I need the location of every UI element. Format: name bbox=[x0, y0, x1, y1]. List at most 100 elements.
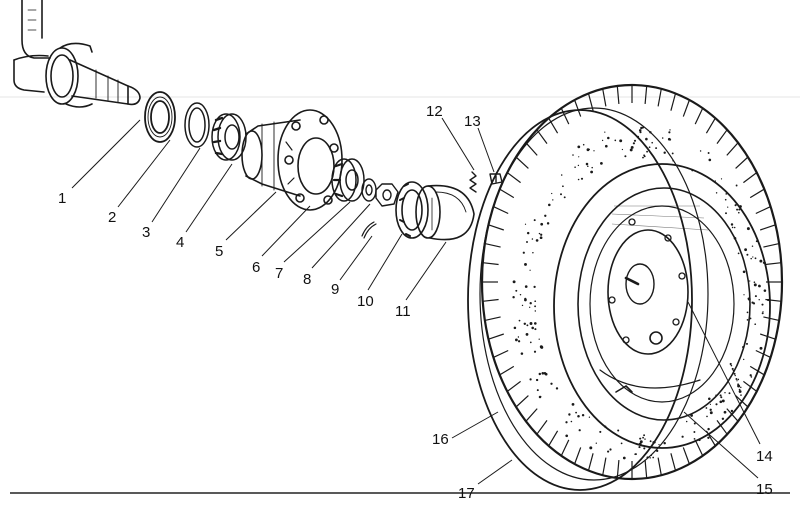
texture-dot bbox=[723, 410, 727, 414]
tread-lug bbox=[735, 156, 749, 169]
texture-dot bbox=[638, 446, 641, 449]
texture-dot bbox=[522, 251, 525, 254]
texture-dot bbox=[512, 280, 516, 284]
texture-dot bbox=[578, 156, 580, 158]
part-3-ring bbox=[184, 102, 210, 148]
texture-dot bbox=[535, 239, 539, 242]
texture-dot bbox=[639, 131, 642, 134]
part-12-13-bolt-and-screw bbox=[469, 171, 503, 193]
texture-dot bbox=[725, 193, 728, 195]
texture-dot bbox=[515, 289, 518, 292]
texture-dot bbox=[520, 352, 524, 355]
texture-dot bbox=[738, 388, 741, 391]
texture-dot bbox=[639, 437, 642, 440]
texture-dot bbox=[708, 158, 712, 162]
texture-dot bbox=[652, 456, 655, 459]
texture-dot bbox=[649, 131, 652, 134]
texture-dot bbox=[735, 184, 738, 187]
texture-dot bbox=[734, 374, 736, 377]
texture-dot bbox=[540, 222, 544, 226]
texture-dot bbox=[724, 392, 726, 394]
tread-lug bbox=[515, 156, 529, 169]
tread-lug bbox=[743, 380, 758, 392]
texture-dot bbox=[521, 304, 524, 307]
texture-dot bbox=[533, 219, 536, 222]
texture-dot bbox=[575, 411, 577, 414]
texture-dot bbox=[578, 429, 581, 432]
texture-dot bbox=[720, 396, 723, 399]
texture-dot bbox=[740, 394, 742, 396]
part-10-gasket bbox=[395, 181, 429, 239]
tread-lug bbox=[670, 453, 677, 471]
texture-dot bbox=[747, 297, 751, 301]
texture-dot bbox=[577, 145, 581, 149]
wheel-disc-center bbox=[607, 229, 689, 355]
texture-dot bbox=[734, 204, 737, 207]
texture-dot bbox=[671, 152, 674, 155]
texture-dot bbox=[632, 142, 636, 145]
tread-lug bbox=[657, 457, 662, 476]
texture-dot bbox=[577, 164, 580, 167]
tread-lug bbox=[574, 99, 582, 117]
texture-dot bbox=[739, 205, 742, 208]
texture-dot bbox=[749, 317, 752, 320]
texture-dot bbox=[705, 407, 708, 409]
tread-lug bbox=[670, 93, 677, 111]
tread-lug bbox=[616, 85, 620, 104]
texture-dot bbox=[560, 193, 562, 196]
texture-dot bbox=[607, 136, 610, 140]
texture-dot bbox=[532, 251, 534, 254]
texture-dot bbox=[550, 382, 553, 385]
texture-dot bbox=[540, 233, 543, 236]
texture-dot bbox=[590, 170, 593, 174]
valve-stem bbox=[615, 385, 633, 393]
texture-dot bbox=[526, 231, 530, 235]
texture-dot bbox=[642, 436, 644, 439]
texture-dot bbox=[621, 148, 624, 151]
texture-dot bbox=[533, 322, 537, 325]
texture-dot bbox=[733, 372, 736, 375]
texture-dot bbox=[617, 429, 620, 432]
texture-dot bbox=[736, 380, 738, 382]
texture-dot bbox=[761, 303, 764, 306]
tire-tread-band bbox=[479, 107, 709, 481]
texture-dot bbox=[585, 162, 589, 166]
tread-lug bbox=[644, 85, 648, 104]
tread-lug bbox=[743, 172, 758, 184]
texture-dot bbox=[767, 298, 770, 302]
tread-lug bbox=[726, 408, 739, 422]
tread-lug bbox=[506, 172, 521, 184]
texture-dot bbox=[699, 150, 702, 152]
texture-dot bbox=[715, 394, 717, 396]
texture-dot bbox=[649, 440, 652, 443]
texture-dot bbox=[543, 371, 547, 375]
texture-dot bbox=[591, 166, 593, 169]
texture-dot bbox=[577, 178, 580, 181]
texture-dot bbox=[744, 248, 747, 252]
wheel-stud bbox=[624, 276, 640, 286]
part-7-outer-bearing bbox=[331, 158, 365, 202]
texture-dot bbox=[762, 261, 765, 264]
texture-dot bbox=[604, 131, 606, 133]
tire-sidewall-inner bbox=[553, 163, 771, 449]
tread-lug bbox=[525, 142, 538, 156]
texture-dot bbox=[624, 155, 627, 158]
texture-dot bbox=[640, 126, 643, 130]
texture-dot bbox=[636, 135, 640, 138]
tread-lug bbox=[682, 99, 690, 117]
texture-dot bbox=[668, 131, 671, 134]
texture-dot bbox=[731, 367, 734, 370]
texture-dot bbox=[728, 392, 731, 395]
texture-dot bbox=[518, 319, 521, 322]
texture-dot bbox=[758, 299, 760, 301]
texture-dot bbox=[754, 295, 757, 298]
tread-lug bbox=[705, 117, 716, 134]
texture-dot bbox=[536, 389, 539, 392]
tread-lug bbox=[515, 395, 529, 408]
tread-lug bbox=[488, 333, 504, 340]
tread-lug bbox=[716, 129, 728, 144]
texture-dot bbox=[524, 297, 527, 300]
texture-dot bbox=[730, 223, 734, 226]
tread-lug bbox=[482, 298, 499, 302]
texture-dot bbox=[750, 257, 752, 260]
